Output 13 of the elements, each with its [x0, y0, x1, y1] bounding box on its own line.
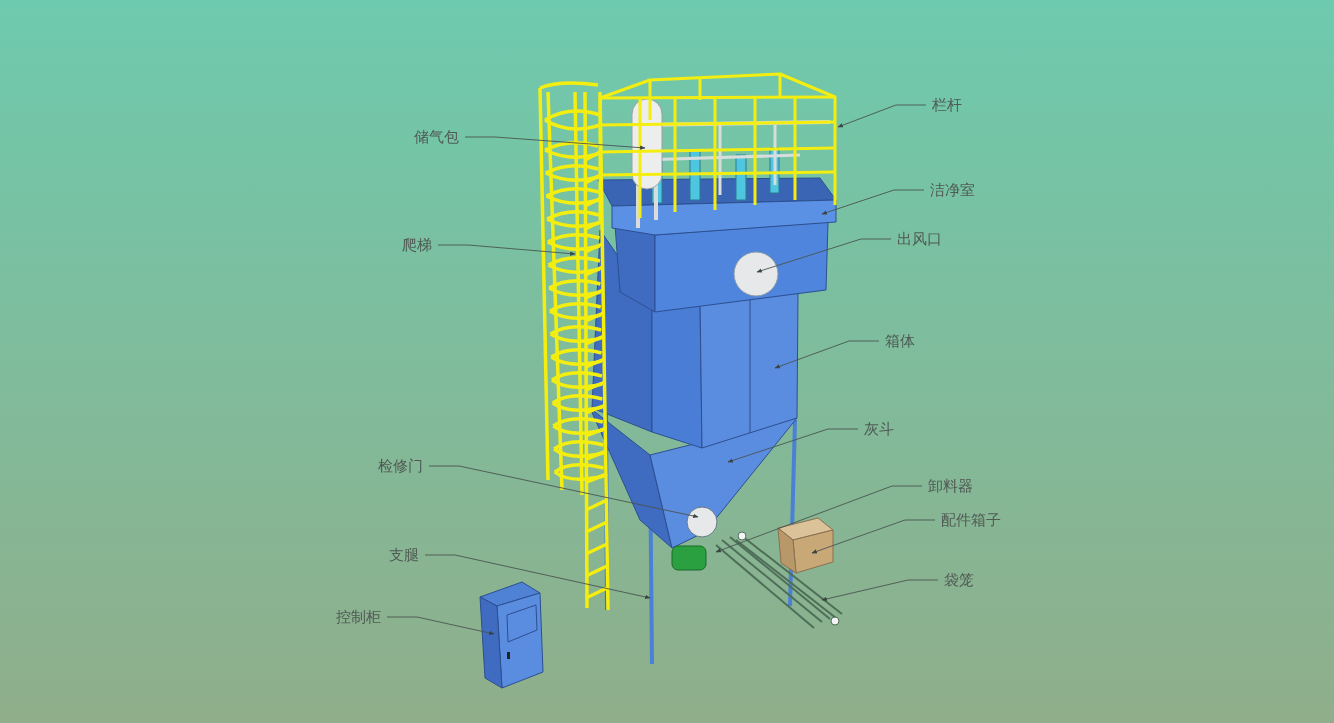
part-label: 出风口: [897, 230, 942, 248]
part-label: 配件箱子: [941, 511, 1001, 529]
part-label: 栏杆: [932, 96, 962, 114]
part-label: 储气包: [414, 128, 459, 146]
part-label: 洁净室: [930, 181, 975, 199]
part-label: 箱体: [885, 332, 915, 350]
part-label: 检修门: [378, 457, 423, 475]
part-label: 袋笼: [944, 571, 974, 589]
part-label: 爬梯: [402, 236, 432, 254]
part-label: 支腿: [389, 546, 419, 564]
part-label: 灰斗: [864, 420, 894, 438]
part-label: 卸料器: [928, 477, 973, 495]
part-label: 控制柜: [336, 608, 381, 626]
